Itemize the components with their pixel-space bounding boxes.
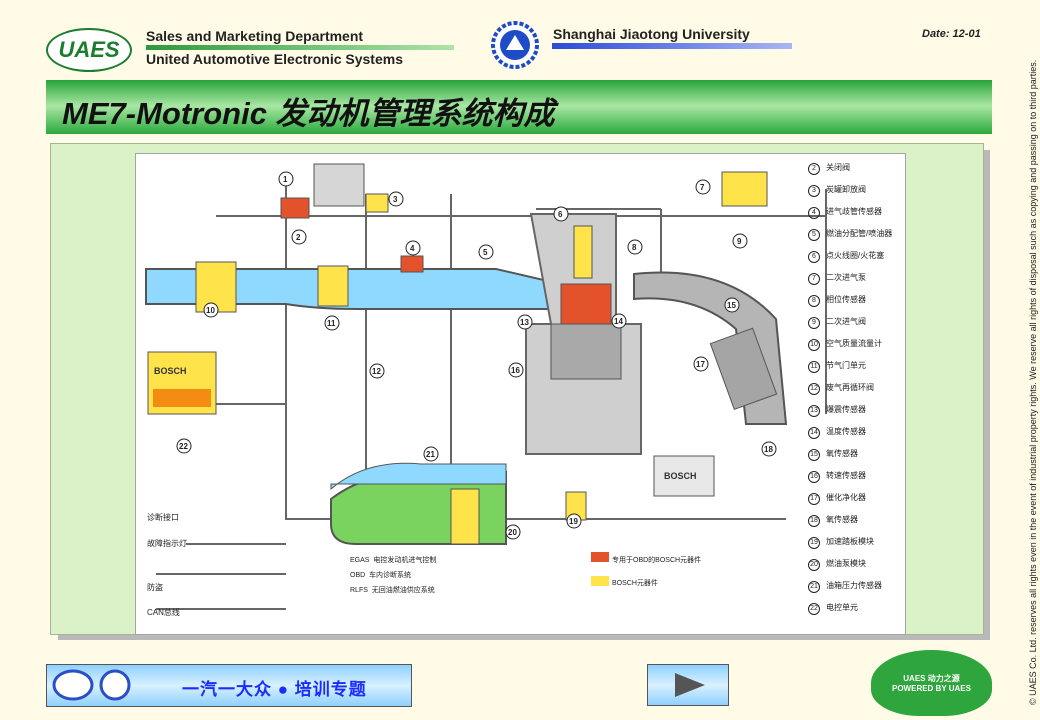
bosch-color-chip (591, 576, 609, 586)
university-name: Shanghai Jiaotong University (553, 26, 750, 42)
battery (653, 455, 715, 497)
vw-logo-icon (99, 669, 131, 701)
marker-5: 5 (483, 248, 488, 257)
marker-18: 18 (764, 445, 773, 454)
marker-13: 13 (520, 318, 529, 327)
footer-banner (46, 664, 412, 707)
engine-system-schematic: BOSCH BOSCH 1 2 3 4 5 6 7 (145, 163, 827, 610)
next-button[interactable] (647, 664, 729, 706)
marker-10: 10 (206, 306, 215, 315)
ecu-connector (153, 389, 211, 407)
footer-text: 一汽一大众 ● 培训专题 (182, 680, 367, 699)
secondary-air-pump (721, 171, 768, 207)
department-name: Sales and Marketing Department (146, 28, 364, 44)
intake-manifold-sensor (400, 255, 424, 273)
marker-1: 1 (283, 175, 288, 184)
egas-note: EGAS 电控发动机进气控制 (350, 557, 437, 564)
obd-color-chip (591, 552, 609, 562)
uaes-logo: UAES (46, 28, 132, 72)
marker-15: 15 (727, 301, 736, 310)
ecu-brand: BOSCH (154, 366, 187, 376)
copyright-text: © UAES Co. Ltd. reserves all rights even… (1028, 59, 1038, 705)
blue-divider (552, 43, 792, 49)
green-divider (146, 45, 454, 50)
throttle-unit (317, 265, 349, 307)
university-emblem-icon (491, 21, 539, 69)
battery-brand: BOSCH (664, 471, 697, 481)
rlfs-note: RLFS 无回油燃油供应系统 (350, 587, 435, 594)
marker-21: 21 (426, 450, 435, 459)
marker-11: 11 (327, 319, 336, 328)
diag-port-label: 诊断接口 (147, 513, 179, 522)
bosch-parts-note: BOSCH元器件 (612, 580, 658, 587)
date-label: Date: 12-01 (922, 28, 981, 40)
marker-8: 8 (632, 243, 637, 252)
obd-parts-note: 专用于OBD的BOSCH元器件 (612, 557, 702, 564)
powered-logo-line-1: UAES 动力之源 (903, 674, 960, 683)
uaes-logo-text: UAES (58, 37, 120, 62)
exhaust-pipe (633, 271, 788, 425)
marker-7: 7 (700, 183, 705, 192)
fuel-pump-module (450, 488, 480, 545)
obd-note: OBD 车内诊断系统 (350, 572, 412, 579)
play-arrow-icon (675, 673, 705, 697)
page-title: ME7-Motronic 发动机管理系统构成 (62, 96, 555, 131)
purge-valve (365, 193, 389, 213)
engine-management-diagram: BOSCH BOSCH 1 2 3 4 5 6 7 (135, 153, 906, 635)
marker-12: 12 (372, 367, 381, 376)
marker-3: 3 (393, 195, 398, 204)
canister (313, 163, 365, 207)
shutoff-valve (280, 197, 310, 219)
marker-19: 19 (569, 517, 578, 526)
combustion-chamber (560, 283, 612, 325)
marker-16: 16 (511, 366, 520, 375)
marker-6: 6 (558, 210, 563, 219)
immobilizer-label: 防盗 (147, 583, 163, 592)
marker-2: 2 (296, 233, 301, 242)
footer-car-logos (52, 669, 131, 701)
company-name: United Automotive Electronic Systems (146, 51, 403, 67)
marker-9: 9 (737, 237, 742, 246)
title-bar (46, 80, 992, 134)
can-bus-label: CAN总线 (147, 608, 180, 617)
marker-20: 20 (508, 528, 517, 537)
catalytic-converter (709, 327, 778, 411)
marker-17: 17 (696, 360, 705, 369)
mass-air-flow-meter (195, 261, 237, 313)
piston (550, 323, 622, 380)
ignition-coil (573, 225, 593, 279)
powered-logo-line-2: POWERED BY UAES (892, 684, 971, 693)
fault-lamp-label: 故障指示灯 (147, 539, 187, 548)
marker-14: 14 (614, 317, 623, 326)
uaes-powered-logo: UAES 动力之源 POWERED BY UAES (871, 650, 992, 716)
faw-logo-icon (52, 669, 94, 701)
marker-22: 22 (179, 442, 188, 451)
marker-4: 4 (410, 244, 415, 253)
